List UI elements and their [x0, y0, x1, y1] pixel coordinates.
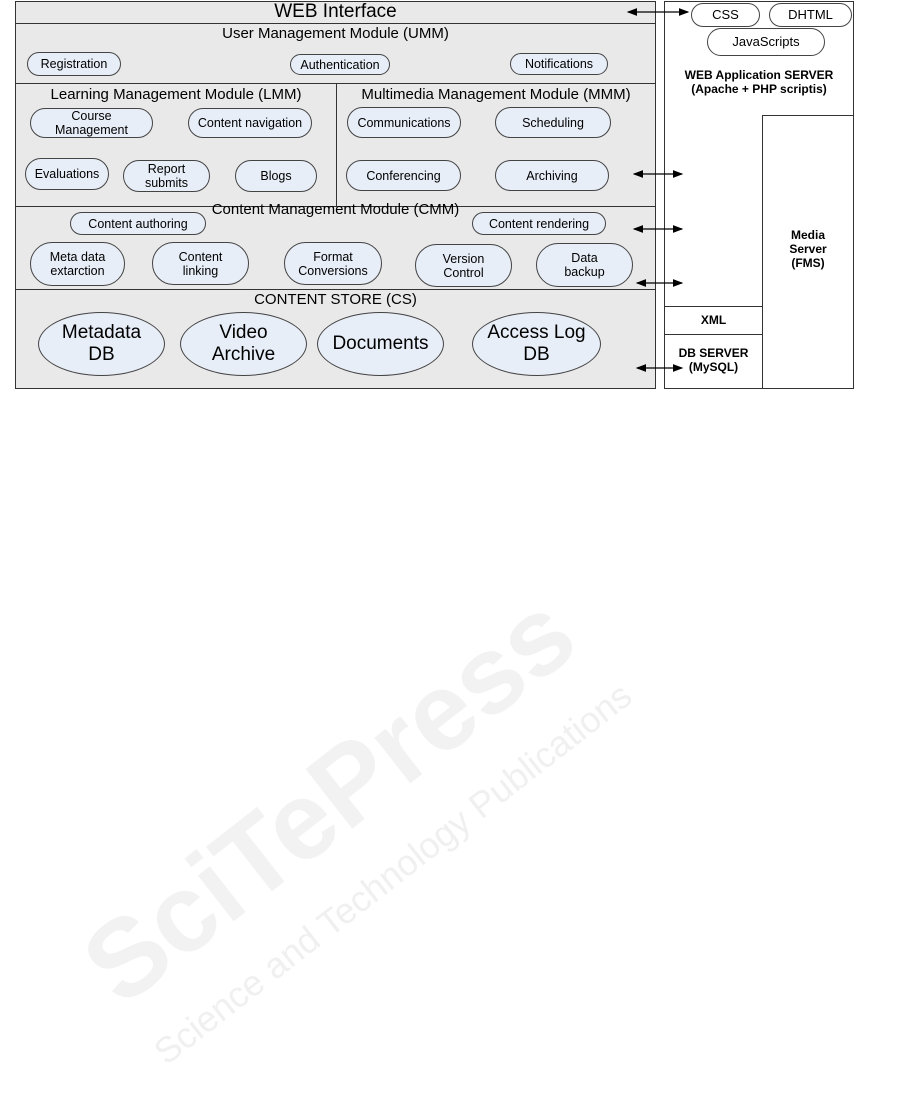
dhtml-tech: DHTML [769, 3, 852, 27]
metadata-extraction: Meta data extarction [30, 242, 125, 286]
content-rendering: Content rendering [472, 212, 606, 235]
archiving: Archiving [495, 160, 609, 191]
metadata-db: Metadata DB [38, 312, 165, 376]
course-management: Course Management [30, 108, 153, 138]
web-interface-title: WEB Interface [274, 1, 397, 22]
xml-label: XML [700, 313, 727, 327]
documents: Documents [317, 312, 444, 376]
arrows [626, 8, 690, 372]
video-archive: Video Archive [180, 312, 307, 376]
notifications: Notifications [510, 53, 608, 75]
scheduling: Scheduling [495, 107, 611, 138]
blogs: Blogs [235, 160, 317, 192]
mmm-title: Multimedia Management Module (MMM) [361, 86, 631, 103]
registration: Registration [27, 52, 121, 76]
db-server-label: DB SERVER (MySQL) [678, 346, 749, 374]
evaluations: Evaluations [25, 158, 109, 190]
content-authoring: Content authoring [70, 212, 206, 235]
authentication: Authentication [290, 54, 390, 75]
media-server [762, 115, 854, 389]
version-control: Version Control [415, 244, 512, 287]
communications: Communications [347, 107, 461, 138]
data-backup: Data backup [536, 243, 633, 287]
javascripts-tech: JavaScripts [707, 28, 825, 56]
cmm-title: Content Management Module (CMM) [211, 201, 460, 218]
xml-box [664, 306, 763, 335]
web-server-title: WEB Application SERVER (Apache + PHP scr… [684, 68, 834, 96]
media-server-label: Media Server (FMS) [789, 228, 827, 270]
report-submits: Report submits [123, 160, 210, 192]
css-tech: CSS [691, 3, 760, 27]
umm-title: User Management Module (UMM) [222, 25, 449, 42]
access-log-db: Access Log DB [472, 312, 601, 376]
cs-title: CONTENT STORE (CS) [254, 291, 417, 308]
conferencing: Conferencing [346, 160, 461, 191]
content-navigation: Content navigation [188, 108, 312, 138]
content-linking: Content linking [152, 242, 249, 285]
lmm-title: Learning Management Module (LMM) [50, 86, 302, 103]
format-conversions: Format Conversions [284, 242, 382, 285]
